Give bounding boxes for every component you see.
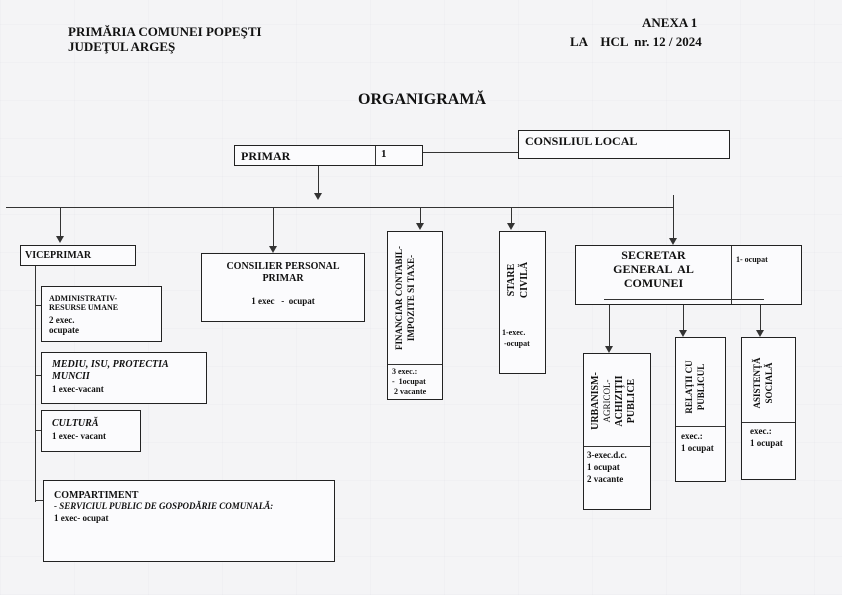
urbanism-count: 3-exec.d.c. bbox=[587, 450, 627, 460]
consiliul-local-label: CONSILIUL LOCAL bbox=[525, 134, 638, 148]
drop-relatii bbox=[683, 305, 684, 331]
urbanism-title-2: AGRICOL- bbox=[602, 379, 612, 423]
viceprimar-box: VICEPRIMAR bbox=[20, 245, 136, 266]
relatii-title-2: PUBLICUL bbox=[696, 363, 706, 411]
unit-mediu-box: MEDIU, ISU, PROTECTIA MUNCII 1 exec-vaca… bbox=[41, 352, 207, 404]
consilier-title-1: CONSILIER PERSONAL bbox=[226, 261, 340, 272]
unit-administrativ-title-2: RESURSE UMANE bbox=[49, 303, 119, 312]
secretar-box: SECRETAR GENERAL AL COMUNEI 1- ocupat bbox=[575, 245, 802, 305]
arrow-urbanism bbox=[605, 346, 613, 353]
unit-mediu-title-2: MUNCII bbox=[52, 371, 90, 382]
unit-compartiment-status: 1 exec- ocupat bbox=[54, 513, 109, 523]
arrow-relatii bbox=[679, 330, 687, 337]
drop-asistenta bbox=[760, 305, 761, 331]
relatii-count: exec.: bbox=[681, 431, 703, 441]
asistenta-title-1: ASISTENŢĂ bbox=[752, 357, 762, 409]
urbanism-vacant: 2 vacante bbox=[587, 474, 624, 484]
secretar-divider bbox=[731, 246, 732, 304]
annex-label: ANEXA 1 bbox=[642, 15, 698, 30]
drop-stare-civila bbox=[511, 207, 512, 224]
primar-box: PRIMAR 1 bbox=[234, 145, 423, 166]
drop-secretar bbox=[673, 195, 674, 239]
unit-compartiment-box: COMPARTIMENT - SERVICIUL PUBLIC DE GOSPO… bbox=[43, 480, 335, 562]
org-name: PRIMĂRIA COMUNEI POPEŞTI bbox=[68, 24, 262, 39]
secretar-underline bbox=[604, 299, 764, 300]
unit-cultura-status: 1 exec- vacant bbox=[52, 431, 106, 441]
unit-administrativ-status: ocupate bbox=[49, 325, 79, 335]
secretar-title-1: SECRETAR bbox=[621, 248, 686, 262]
primar-label: PRIMAR bbox=[241, 149, 291, 163]
financiar-title-2: IMPOZITE SI TAXE- bbox=[406, 254, 416, 342]
stare-civila-status: -ocupat bbox=[502, 339, 530, 348]
primar-down-connector bbox=[318, 166, 319, 194]
primar-divider bbox=[375, 146, 376, 165]
asistenta-status: 1 ocupat bbox=[750, 438, 783, 448]
urbanism-divider bbox=[584, 446, 650, 447]
consilier-status: 1 exec - ocupat bbox=[251, 296, 315, 306]
urbanism-box: URBANISM- AGRICOL- ACHIZIŢII PUBLICE 3-e… bbox=[583, 353, 651, 510]
primar-down-arrow bbox=[314, 193, 322, 200]
unit-administrativ-box: ADMINISTRATIV- RESURSE UMANE 2 exec. ocu… bbox=[41, 286, 162, 342]
stare-civila-title-1: STARE bbox=[506, 263, 517, 297]
consiliul-local-box: CONSILIUL LOCAL bbox=[518, 130, 730, 159]
unit-mediu-status: 1 exec-vacant bbox=[52, 384, 104, 394]
arrow-asistenta bbox=[756, 330, 764, 337]
secretar-title-2: GENERAL AL bbox=[613, 262, 694, 276]
unit-administrativ-title-1: ADMINISTRATIV- bbox=[49, 294, 118, 303]
annex-reference: LA HCL nr. 12 / 2024 bbox=[570, 34, 702, 49]
viceprimar-branch-2 bbox=[35, 375, 41, 376]
arrow-viceprimar bbox=[56, 236, 64, 243]
primar-consiliu-connector bbox=[423, 152, 518, 153]
page-title: ORGANIGRAMĂ bbox=[358, 91, 486, 108]
drop-viceprimar bbox=[60, 207, 61, 237]
arrow-financiar bbox=[416, 223, 424, 230]
unit-compartiment-title: COMPARTIMENT bbox=[54, 490, 139, 501]
secretar-count: 1- ocupat bbox=[736, 255, 768, 264]
drop-urbanism bbox=[609, 305, 610, 347]
urbanism-title-3: ACHIZIŢII bbox=[614, 375, 625, 427]
unit-administrativ-count: 2 exec. bbox=[49, 315, 75, 325]
financiar-title-1: FINANCIAR CONTABIL- bbox=[394, 245, 404, 351]
drop-financiar bbox=[420, 207, 421, 224]
unit-mediu-title-1: MEDIU, ISU, PROTECTIA bbox=[52, 359, 169, 370]
arrow-secretar bbox=[669, 238, 677, 245]
arrow-stare-civila bbox=[507, 223, 515, 230]
consilier-title-2: PRIMAR bbox=[262, 273, 304, 284]
secretar-title-3: COMUNEI bbox=[623, 276, 684, 290]
org-county: JUDEŢUL ARGEŞ bbox=[68, 39, 176, 54]
viceprimar-label: VICEPRIMAR bbox=[25, 250, 92, 261]
stare-civila-title-2: CIVILĂ bbox=[519, 261, 530, 299]
financiar-vacant: 2 vacante bbox=[392, 387, 427, 396]
primar-count: 1 bbox=[381, 148, 387, 160]
asistenta-divider bbox=[742, 422, 795, 423]
urbanism-title-1: URBANISM- bbox=[590, 372, 601, 430]
relatii-title-1: RELAŢII CU bbox=[684, 360, 694, 414]
relatii-status: 1 ocupat bbox=[681, 443, 714, 453]
relatii-box: RELAŢII CU PUBLICUL exec.: 1 ocupat bbox=[675, 337, 726, 482]
unit-cultura-box: CULTURĂ 1 exec- vacant bbox=[41, 410, 141, 452]
financiar-count: 3 exec.: bbox=[392, 367, 418, 376]
unit-cultura-title: CULTURĂ bbox=[52, 418, 99, 429]
viceprimar-branch-4 bbox=[35, 500, 43, 501]
viceprimar-branch-3 bbox=[35, 430, 41, 431]
drop-consilier bbox=[273, 207, 274, 247]
arrow-consilier bbox=[269, 246, 277, 253]
stare-civila-count: 1-exec. bbox=[502, 328, 526, 337]
stare-civila-box: STARE CIVILĂ 1-exec. -ocupat bbox=[499, 231, 546, 374]
urbanism-title-4: PUBLICE bbox=[626, 378, 637, 424]
financiar-occupied: - 1ocupat bbox=[392, 377, 426, 386]
financiar-divider bbox=[388, 364, 442, 365]
relatii-divider bbox=[676, 426, 725, 427]
viceprimar-trunk bbox=[35, 266, 36, 502]
urbanism-occupied: 1 ocupat bbox=[587, 462, 620, 472]
viceprimar-branch-1 bbox=[35, 305, 41, 306]
consilier-box: CONSILIER PERSONAL PRIMAR 1 exec - ocupa… bbox=[201, 253, 365, 322]
asistenta-count: exec.: bbox=[750, 426, 772, 436]
unit-compartiment-subtitle: - SERVICIUL PUBLIC DE GOSPODĂRIE COMUNAL… bbox=[54, 501, 274, 511]
asistenta-box: ASISTENŢĂ SOCIALĂ exec.: 1 ocupat bbox=[741, 337, 796, 480]
asistenta-title-2: SOCIALĂ bbox=[764, 362, 774, 404]
main-horizontal-connector bbox=[6, 207, 674, 208]
financiar-box: FINANCIAR CONTABIL- IMPOZITE SI TAXE- 3 … bbox=[387, 231, 443, 400]
